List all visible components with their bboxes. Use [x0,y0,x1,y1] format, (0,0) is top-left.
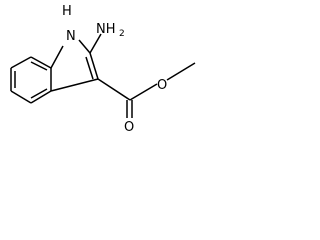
nh-h-label: H [62,4,72,19]
bond-inner-double-c5-c4 [30,88,48,99]
bond-c7a-n1 [50,45,64,69]
benzene-ring [10,56,52,104]
bond-c3-c3a [50,78,99,92]
bond-carbonyl-c-o [129,83,158,101]
bond-c6-c5 [10,90,32,104]
ester-group [97,62,196,118]
bond-n1-c2 [78,39,91,54]
ester-oxygen-label: O [157,78,167,93]
bond-c7a-c7 [10,56,32,69]
amino-subscript: 2 [119,29,125,39]
bond-c2-c3-double [85,56,94,80]
bond-c2-nh2 [89,33,102,54]
pyrrole-ring [50,39,99,92]
bond-c5-c4 [30,90,52,104]
bond-o-methyl [166,62,196,81]
carbonyl-oxygen-label: O [124,120,134,135]
bond-c3-carbonyl-c [97,78,131,101]
amino-label: NH [96,22,116,37]
molecule-diagram: H N NH 2 O O [10,4,196,135]
bond-inner-double-c3a-c7a [30,61,48,71]
bond-c3a-c7a [30,56,52,69]
bond-c2-c3 [89,52,99,80]
nh-n-label: N [66,29,76,44]
